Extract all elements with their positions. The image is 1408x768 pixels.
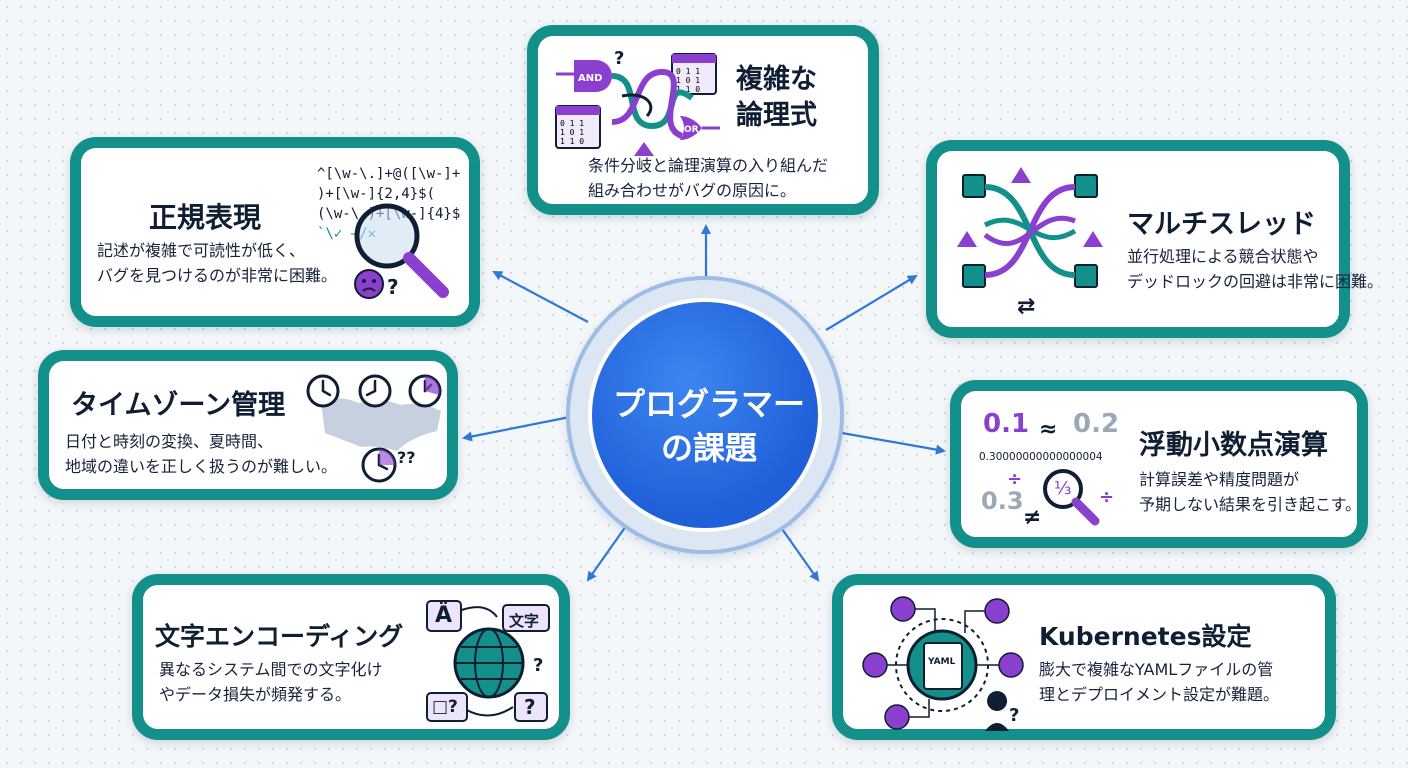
arrow-to-encoding: [586, 525, 627, 582]
logic-desc-line-1: 条件分岐と論理演算の入り組んだ: [588, 156, 829, 175]
encoding-glyph-question-side: ?: [533, 655, 544, 676]
clocks-map-icon: ??: [301, 367, 451, 493]
central-topic-title: プログラマー の課題: [592, 382, 826, 470]
card-k8s: YAML ? Kubernetes設定 膨大で複雑なYAMLファイルの管 理とデ…: [832, 574, 1336, 740]
card-multithread: ⇄ マルチスレッド 並行処理による競合状態や デッドロックの回避は非常に困難。: [926, 140, 1383, 338]
encoding-glyph-umlaut: Ä: [435, 603, 453, 628]
float-div-symbol-right: ÷: [1099, 487, 1115, 508]
float-approx-symbol: ≈: [1039, 417, 1058, 442]
float-description: 計算誤差や精度問題が 予期しない結果を引き起こす。: [1139, 467, 1361, 517]
card-logic: AND ? 0 1 1 1 0 1 1 1 0 0 1 1 1 0 1 1 1 …: [527, 25, 879, 215]
svg-text:??: ??: [397, 448, 416, 467]
float-number-c: 0.3: [981, 487, 1024, 515]
float-long-result: 0.30000000000000004: [979, 451, 1103, 463]
arrow-to-k8s: [779, 525, 820, 582]
yaml-file-label: YAML: [928, 657, 956, 667]
regex-desc-line-1: 記述が複雑で可読性が低く、: [97, 241, 306, 260]
regex-code-snippet: ^[\w-\.]+@([\w-]+ )+[\w-]{2,4}$( (\w-\.)…: [317, 164, 460, 244]
central-topic-circle: プログラマー の課題: [570, 280, 840, 550]
logic-title-line-2: 論理式: [736, 100, 817, 131]
float-neq-symbol: ≠: [1023, 505, 1042, 530]
encoding-description: 異なるシステム間での文字化け やデータ損失が頻発する。: [159, 657, 383, 707]
card-timezone: タイムゾーン管理 日付と時刻の変換、夏時間、 地域の違いを正しく扱うのが難しい。…: [38, 350, 458, 500]
card-float: 0.1 ≈ 0.2 0.30000000000000004 ÷ 0.3 ≠ ⅓ …: [950, 380, 1368, 548]
multithread-description: 並行処理による競合状態や デッドロックの回避は非常に困難。: [1127, 244, 1383, 294]
svg-text:0 1 1: 0 1 1: [676, 67, 700, 76]
svg-text:AND: AND: [578, 73, 602, 84]
svg-text:⇄: ⇄: [1017, 294, 1035, 315]
logic-gates-icon: AND ? 0 1 1 1 0 1 1 1 0 0 1 1 1 0 1 1 1 …: [552, 46, 722, 156]
float-div-symbol-left: ÷: [1007, 469, 1023, 490]
svg-text:1 0 1: 1 0 1: [676, 76, 700, 85]
arrow-to-regex: [492, 271, 589, 323]
regex-description: 記述が複雑で可読性が低く、 バグを見つけるのが非常に困難。: [97, 238, 337, 288]
encoding-title: 文字エンコーディング: [155, 622, 404, 651]
svg-text:1 1 0: 1 1 0: [560, 137, 584, 146]
logic-title: 複雑な 論理式: [736, 62, 817, 134]
svg-text:1 0 1: 1 0 1: [560, 128, 584, 137]
central-title-line-1: プログラマー: [612, 385, 805, 423]
multithread-desc-line-1: 並行処理による競合状態や: [1127, 247, 1319, 266]
magnifier-icon: ?: [343, 196, 463, 306]
float-desc-line-2: 予期しない結果を引き起こす。: [1139, 495, 1362, 514]
arrow-to-timezone: [462, 415, 571, 442]
regex-code-line-2: )+[\w-]{2,4}$(: [317, 186, 436, 202]
timezone-title: タイムゾーン管理: [71, 390, 286, 421]
timezone-desc-line-1: 日付と時刻の変換、夏時間、: [65, 432, 274, 451]
k8s-desc-line-2: 理とデプロイメント設定が難題。: [1039, 685, 1280, 704]
svg-text:OR: OR: [684, 125, 699, 135]
k8s-desc-line-1: 膨大で複雑なYAMLファイルの管: [1039, 660, 1274, 679]
float-title: 浮動小数点演算: [1139, 430, 1328, 461]
float-magnifier-icon: [1043, 469, 1100, 526]
float-fraction: ⅓: [1054, 478, 1072, 499]
timezone-description: 日付と時刻の変換、夏時間、 地域の違いを正しく扱うのが難しい。: [65, 429, 337, 479]
central-topic-inner: プログラマー の課題: [588, 298, 822, 532]
thread-chips-icon: ⇄: [955, 165, 1105, 315]
svg-text:?: ?: [614, 48, 624, 69]
globe-encoding-icon: Ä 文字 □? ? ?: [425, 597, 555, 727]
float-number-a: 0.1: [983, 409, 1030, 439]
regex-desc-line-2: バグを見つけるのが非常に困難。: [97, 266, 338, 285]
k8s-title: Kubernetes設定: [1039, 622, 1252, 651]
central-title-line-2: の課題: [660, 429, 757, 467]
logic-desc-line-2: 組み合わせがバグの原因に。: [588, 181, 797, 200]
timezone-desc-line-2: 地域の違いを正しく扱うのが難しい。: [65, 457, 338, 476]
encoding-glyph-kanji: 文字: [509, 612, 540, 630]
logic-description: 条件分岐と論理演算の入り組んだ 組み合わせがバグの原因に。: [588, 153, 828, 203]
card-regex: 正規表現 記述が複雑で可読性が低く、 バグを見つけるのが非常に困難。 ^[\w-…: [70, 137, 480, 327]
float-desc-line-1: 計算誤差や精度問題が: [1139, 470, 1300, 489]
svg-text:1 1 0: 1 1 0: [676, 85, 700, 94]
float-number-b: 0.2: [1073, 409, 1120, 439]
encoding-desc-line-1: 異なるシステム間での文字化け: [159, 660, 383, 679]
svg-text:?: ?: [387, 275, 399, 299]
svg-text:0 1 1: 0 1 1: [560, 119, 584, 128]
k8s-question-mark: ?: [1009, 705, 1020, 726]
encoding-desc-line-2: やデータ損失が頻発する。: [159, 685, 352, 704]
k8s-yaml-network-icon: YAML ?: [857, 593, 1027, 733]
logic-title-line-1: 複雑な: [736, 64, 817, 95]
regex-title: 正規表現: [149, 201, 262, 234]
arrow-to-float: [841, 431, 946, 455]
float-numbers-icon: 0.1 ≈ 0.2 0.30000000000000004 ÷ 0.3 ≠ ⅓ …: [977, 403, 1127, 533]
multithread-title: マルチスレッド: [1127, 209, 1316, 240]
encoding-glyph-box: □?: [432, 697, 458, 717]
arrow-to-multithread: [825, 274, 918, 331]
k8s-description: 膨大で複雑なYAMLファイルの管 理とデプロイメント設定が難題。: [1039, 657, 1279, 707]
multithread-desc-line-2: デッドロックの回避は非常に困難。: [1127, 272, 1384, 291]
encoding-glyph-question: ?: [524, 695, 536, 719]
card-encoding: 文字エンコーディング 異なるシステム間での文字化け やデータ損失が頻発する。 Ä…: [132, 574, 570, 740]
regex-code-line-1: ^[\w-\.]+@([\w-]+: [317, 166, 461, 182]
